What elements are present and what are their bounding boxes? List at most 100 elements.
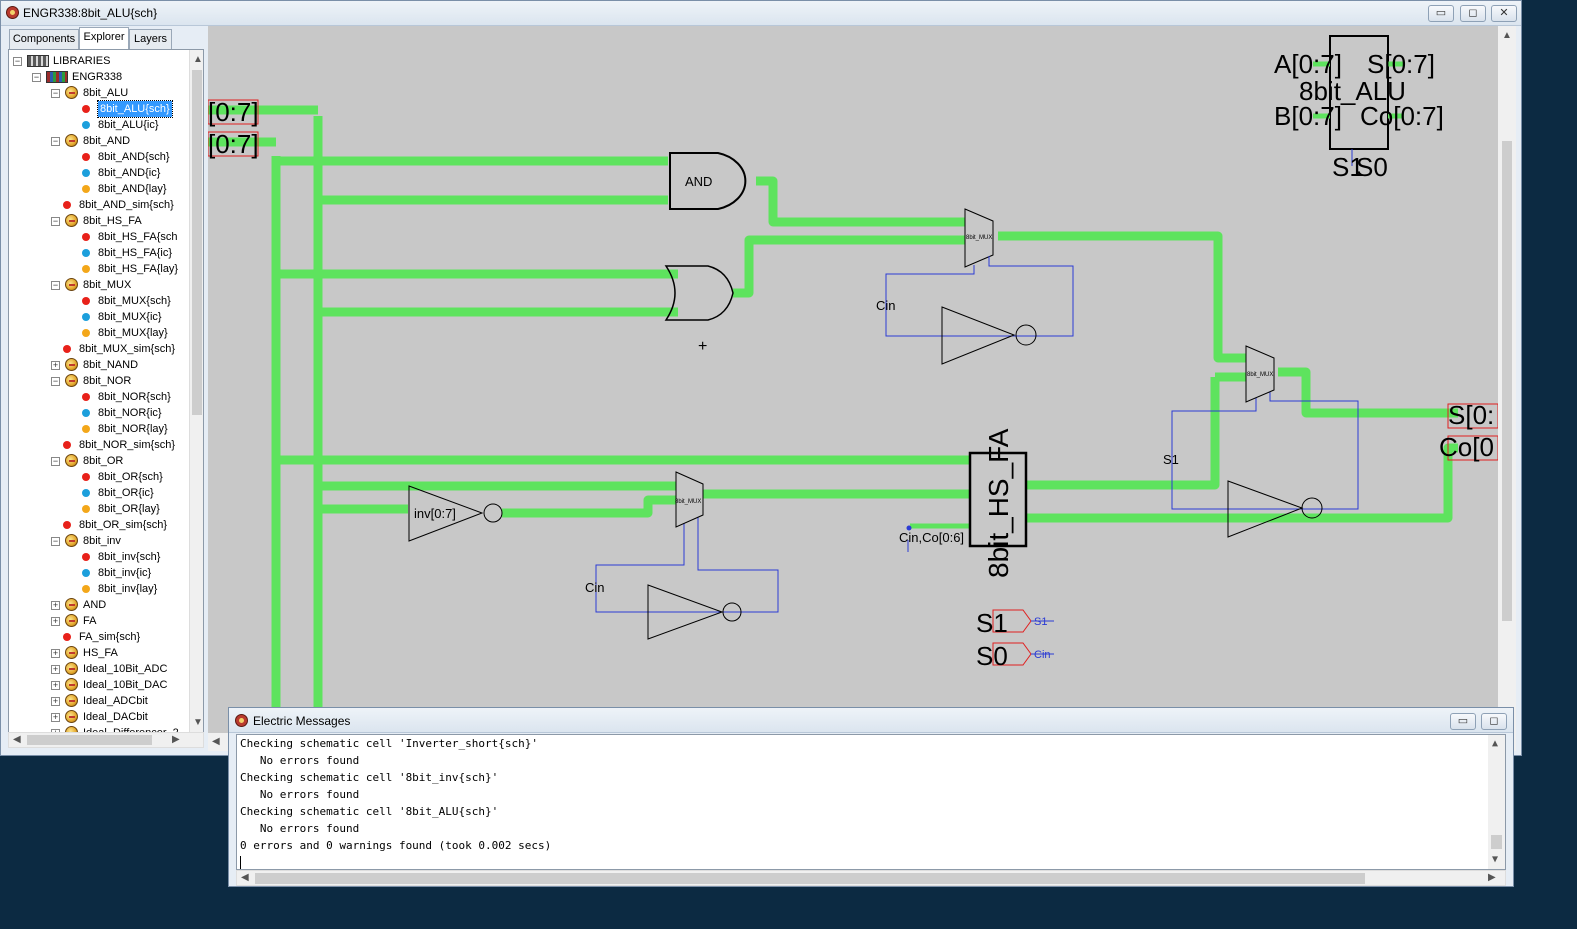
or-gate[interactable] [664, 265, 734, 321]
tree-item[interactable]: 8bit_OR{lay} [9, 501, 189, 517]
tree-item[interactable]: FA_sim{sch} [9, 629, 189, 645]
scroll-left-arrow-icon[interactable]: ◀ [13, 734, 21, 745]
and-gate[interactable] [669, 152, 747, 210]
tree-item[interactable]: 8bit_inv{lay} [9, 581, 189, 597]
tree-item[interactable]: 8bit_MUX{sch} [9, 293, 189, 309]
tree-item[interactable]: 8bit_AND_sim{sch} [9, 197, 189, 213]
tree-item[interactable]: 8bit_AND{ic} [9, 165, 189, 181]
tree-item[interactable]: +HS_FA [9, 645, 189, 661]
tree-item[interactable]: 8bit_HS_FA{ic} [9, 245, 189, 261]
inverter-1[interactable] [941, 306, 1016, 365]
tree-item[interactable]: +Ideal_ADCbit [9, 693, 189, 709]
scroll-up-arrow-icon[interactable]: ▲ [193, 54, 203, 65]
collapse-icon[interactable]: − [51, 88, 60, 98]
tree-item[interactable]: −8bit_AND [9, 133, 189, 149]
scroll-left-arrow-icon[interactable]: ◀ [241, 872, 249, 883]
s1-port-shape[interactable] [992, 609, 1032, 633]
schematic-drawing[interactable]: AND 8bit_MUX Cin 8bit_MUX Cin inv[0:7] 8 [208, 26, 1498, 733]
maximize-button[interactable]: ◻ [1460, 5, 1486, 22]
canvas-vscrollbar[interactable]: ▲ [1498, 26, 1516, 733]
alu-icon-body[interactable] [1329, 35, 1389, 150]
tree-item[interactable]: 8bit_OR{ic} [9, 485, 189, 501]
tree-item[interactable]: 8bit_AND{lay} [9, 181, 189, 197]
tab-layers[interactable]: Layers [129, 29, 172, 49]
messages-title-bar[interactable]: Electric Messages ▭ ◻ [229, 708, 1513, 733]
collapse-icon[interactable]: − [32, 72, 41, 82]
expand-icon[interactable]: + [51, 648, 60, 658]
collapse-icon[interactable]: − [51, 136, 60, 146]
tree-item[interactable]: 8bit_inv{ic} [9, 565, 189, 581]
tree-item[interactable]: 8bit_MUX_sim{sch} [9, 341, 189, 357]
messages-hscrollbar[interactable]: ◀ ▶ [236, 870, 1506, 886]
expand-icon[interactable]: + [51, 712, 60, 722]
collapse-icon[interactable]: − [51, 376, 60, 386]
hs-fa-block[interactable] [968, 451, 1028, 548]
tree-item[interactable]: +Ideal_10Bit_ADC [9, 661, 189, 677]
tree-item[interactable]: 8bit_OR_sim{sch} [9, 517, 189, 533]
tree-item[interactable]: 8bit_OR{sch} [9, 469, 189, 485]
scroll-up-arrow-icon[interactable]: ▲ [1502, 30, 1512, 41]
tree-item[interactable]: 8bit_NOR_sim{sch} [9, 437, 189, 453]
mux-3[interactable] [1245, 345, 1275, 403]
tree-item[interactable]: +FA [9, 613, 189, 629]
inverter-bus[interactable] [408, 485, 484, 542]
tree-item[interactable]: 8bit_MUX{ic} [9, 309, 189, 325]
mux-2[interactable] [675, 471, 704, 528]
tree-item[interactable]: +Ideal_DACbit [9, 709, 189, 725]
collapse-icon[interactable]: − [13, 56, 22, 66]
expand-icon[interactable]: + [51, 616, 60, 626]
tree-hscrollbar[interactable]: ◀ ▶ [8, 732, 204, 748]
expand-icon[interactable]: + [51, 600, 60, 610]
mux-1[interactable] [964, 208, 994, 268]
tree-item[interactable]: 8bit_inv{sch} [9, 549, 189, 565]
collapse-icon[interactable]: − [51, 456, 60, 466]
tree-item[interactable]: 8bit_MUX{lay} [9, 325, 189, 341]
tree-item[interactable]: −8bit_MUX [9, 277, 189, 293]
tree-item[interactable]: −8bit_NOR [9, 373, 189, 389]
s0-port-shape[interactable] [992, 642, 1032, 666]
expand-icon[interactable]: + [51, 680, 60, 690]
collapse-icon[interactable]: − [51, 536, 60, 546]
tree-item[interactable]: +8bit_NAND [9, 357, 189, 373]
tree-item[interactable]: +Ideal_10Bit_DAC [9, 677, 189, 693]
minimize-button[interactable]: ▭ [1428, 5, 1454, 22]
expand-icon[interactable]: + [51, 696, 60, 706]
tree-item[interactable]: +AND [9, 597, 189, 613]
tree-item[interactable]: −8bit_ALU [9, 85, 189, 101]
canvas-vscroll-thumb[interactable] [1502, 141, 1512, 621]
collapse-icon[interactable]: − [51, 216, 60, 226]
messages-minimize-button[interactable]: ▭ [1450, 713, 1476, 730]
tree-item[interactable]: 8bit_HS_FA{sch [9, 229, 189, 245]
tree-item[interactable]: 8bit_NOR{lay} [9, 421, 189, 437]
messages-maximize-button[interactable]: ◻ [1481, 713, 1507, 730]
messages-vscroll-thumb[interactable] [1491, 835, 1502, 849]
tree-hscroll-thumb[interactable] [27, 735, 152, 745]
tab-explorer[interactable]: Explorer [79, 27, 129, 49]
scroll-down-arrow-icon[interactable]: ▼ [193, 717, 203, 728]
tree-scrollbar[interactable]: ▲ ▼ [189, 50, 203, 747]
expand-icon[interactable]: + [51, 360, 60, 370]
tree-item[interactable]: −8bit_inv [9, 533, 189, 549]
messages-hscroll-thumb[interactable] [255, 873, 1365, 884]
tab-components[interactable]: Components [9, 29, 79, 49]
tree-item[interactable]: −8bit_HS_FA [9, 213, 189, 229]
scroll-down-arrow-icon[interactable]: ▼ [1492, 854, 1499, 865]
tree-item[interactable]: 8bit_ALU{sch} [9, 100, 189, 118]
tree-item[interactable]: −ENGR338 [9, 69, 189, 85]
tree-item[interactable]: 8bit_HS_FA{lay} [9, 261, 189, 277]
inverter-3[interactable] [1227, 480, 1304, 538]
tree-item[interactable]: −LIBRARIES [9, 53, 189, 69]
tree-scroll-thumb[interactable] [192, 70, 202, 415]
close-button[interactable]: ✕ [1491, 5, 1517, 22]
title-bar[interactable]: ENGR338:8bit_ALU{sch} ▭ ◻ ✕ [1, 1, 1521, 26]
messages-vscrollbar[interactable]: ▲ ▼ [1488, 735, 1505, 869]
inverter-2[interactable] [647, 584, 724, 640]
schematic-canvas[interactable]: AND 8bit_MUX Cin 8bit_MUX Cin inv[0:7] 8 [208, 26, 1498, 733]
tree-item[interactable]: 8bit_AND{sch} [9, 149, 189, 165]
tree-item[interactable]: 8bit_NOR{sch} [9, 389, 189, 405]
scroll-left-arrow-icon[interactable]: ◀ [212, 736, 220, 747]
expand-icon[interactable]: + [51, 664, 60, 674]
scroll-right-arrow-icon[interactable]: ▶ [1488, 872, 1496, 883]
scroll-right-arrow-icon[interactable]: ▶ [172, 734, 180, 745]
collapse-icon[interactable]: − [51, 280, 60, 290]
